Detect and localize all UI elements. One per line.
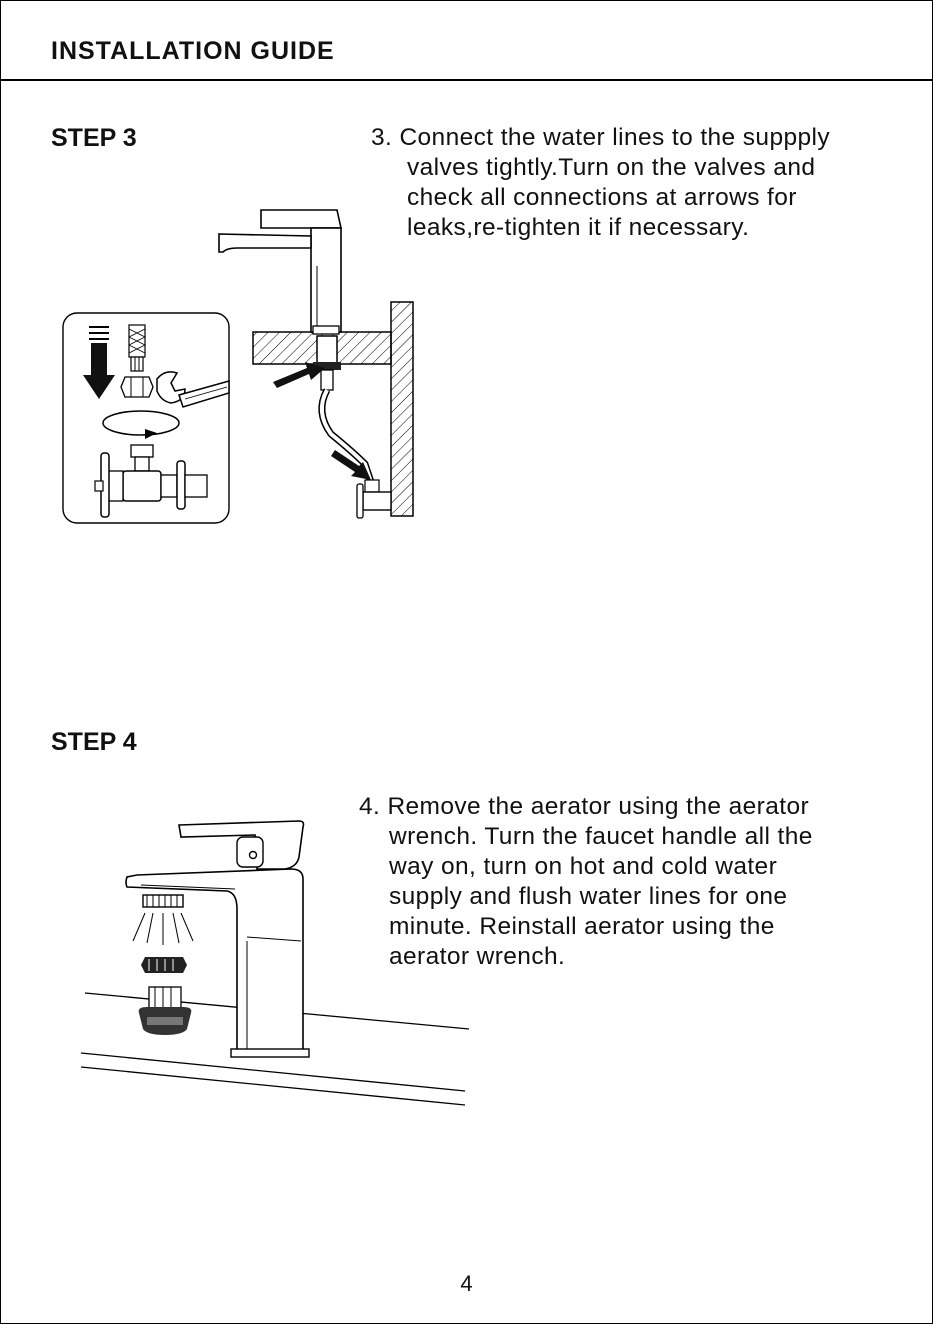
step4-instruction-line: 4. Remove the aerator using the aerator bbox=[359, 793, 810, 820]
step4-instruction: 4. Remove the aerator using the aerator … bbox=[359, 792, 813, 972]
step4-instruction-line: aerator wrench. bbox=[389, 943, 566, 970]
tighten-down-arrow-icon bbox=[83, 326, 115, 399]
step4-instruction-line: supply and flush water lines for one bbox=[389, 883, 788, 910]
faucet-supply-line-illustration bbox=[218, 209, 414, 519]
step4-instruction-line: wrench. Turn the faucet handle all the bbox=[389, 823, 813, 850]
step4-instruction-line: minute. Reinstall aerator using the bbox=[389, 913, 775, 940]
braided-hose-icon bbox=[120, 324, 154, 398]
step3-instruction-line: check all connections at arrows for bbox=[407, 184, 797, 211]
step4-heading: STEP 4 bbox=[51, 728, 137, 756]
faucet-icon bbox=[218, 209, 342, 335]
step3-instruction: 3. Connect the water lines to the supppl… bbox=[371, 123, 830, 243]
leak-check-arrow-icon bbox=[273, 362, 325, 388]
shutoff-valve-icon bbox=[94, 444, 208, 518]
leak-check-arrow-icon bbox=[331, 450, 371, 480]
page-number: 4 bbox=[460, 1271, 473, 1296]
faucet-icon bbox=[125, 820, 310, 1058]
step3-instruction-line: leaks,re-tighten it if necessary. bbox=[407, 214, 750, 241]
step3-instruction-line: 3. Connect the water lines to the supppl… bbox=[371, 124, 831, 151]
step4-instruction-line: way on, turn on hot and cold water bbox=[389, 853, 778, 880]
step3-heading: STEP 3 bbox=[51, 124, 137, 152]
rotation-arrow-icon bbox=[102, 410, 180, 439]
wrench-icon bbox=[156, 371, 230, 408]
aerator-wrench-icon bbox=[138, 986, 192, 1035]
header-divider bbox=[1, 79, 932, 81]
wall-valve-icon bbox=[356, 479, 392, 519]
aerator-icon bbox=[141, 957, 187, 973]
water-spray-icon bbox=[132, 912, 194, 945]
page-title: INSTALLATION GUIDE bbox=[51, 37, 335, 65]
hose-connection-detail-illustration bbox=[62, 312, 230, 524]
step3-instruction-line: valves tightly.Turn on the valves and bbox=[407, 154, 816, 181]
aerator-removal-illustration bbox=[80, 820, 470, 1106]
